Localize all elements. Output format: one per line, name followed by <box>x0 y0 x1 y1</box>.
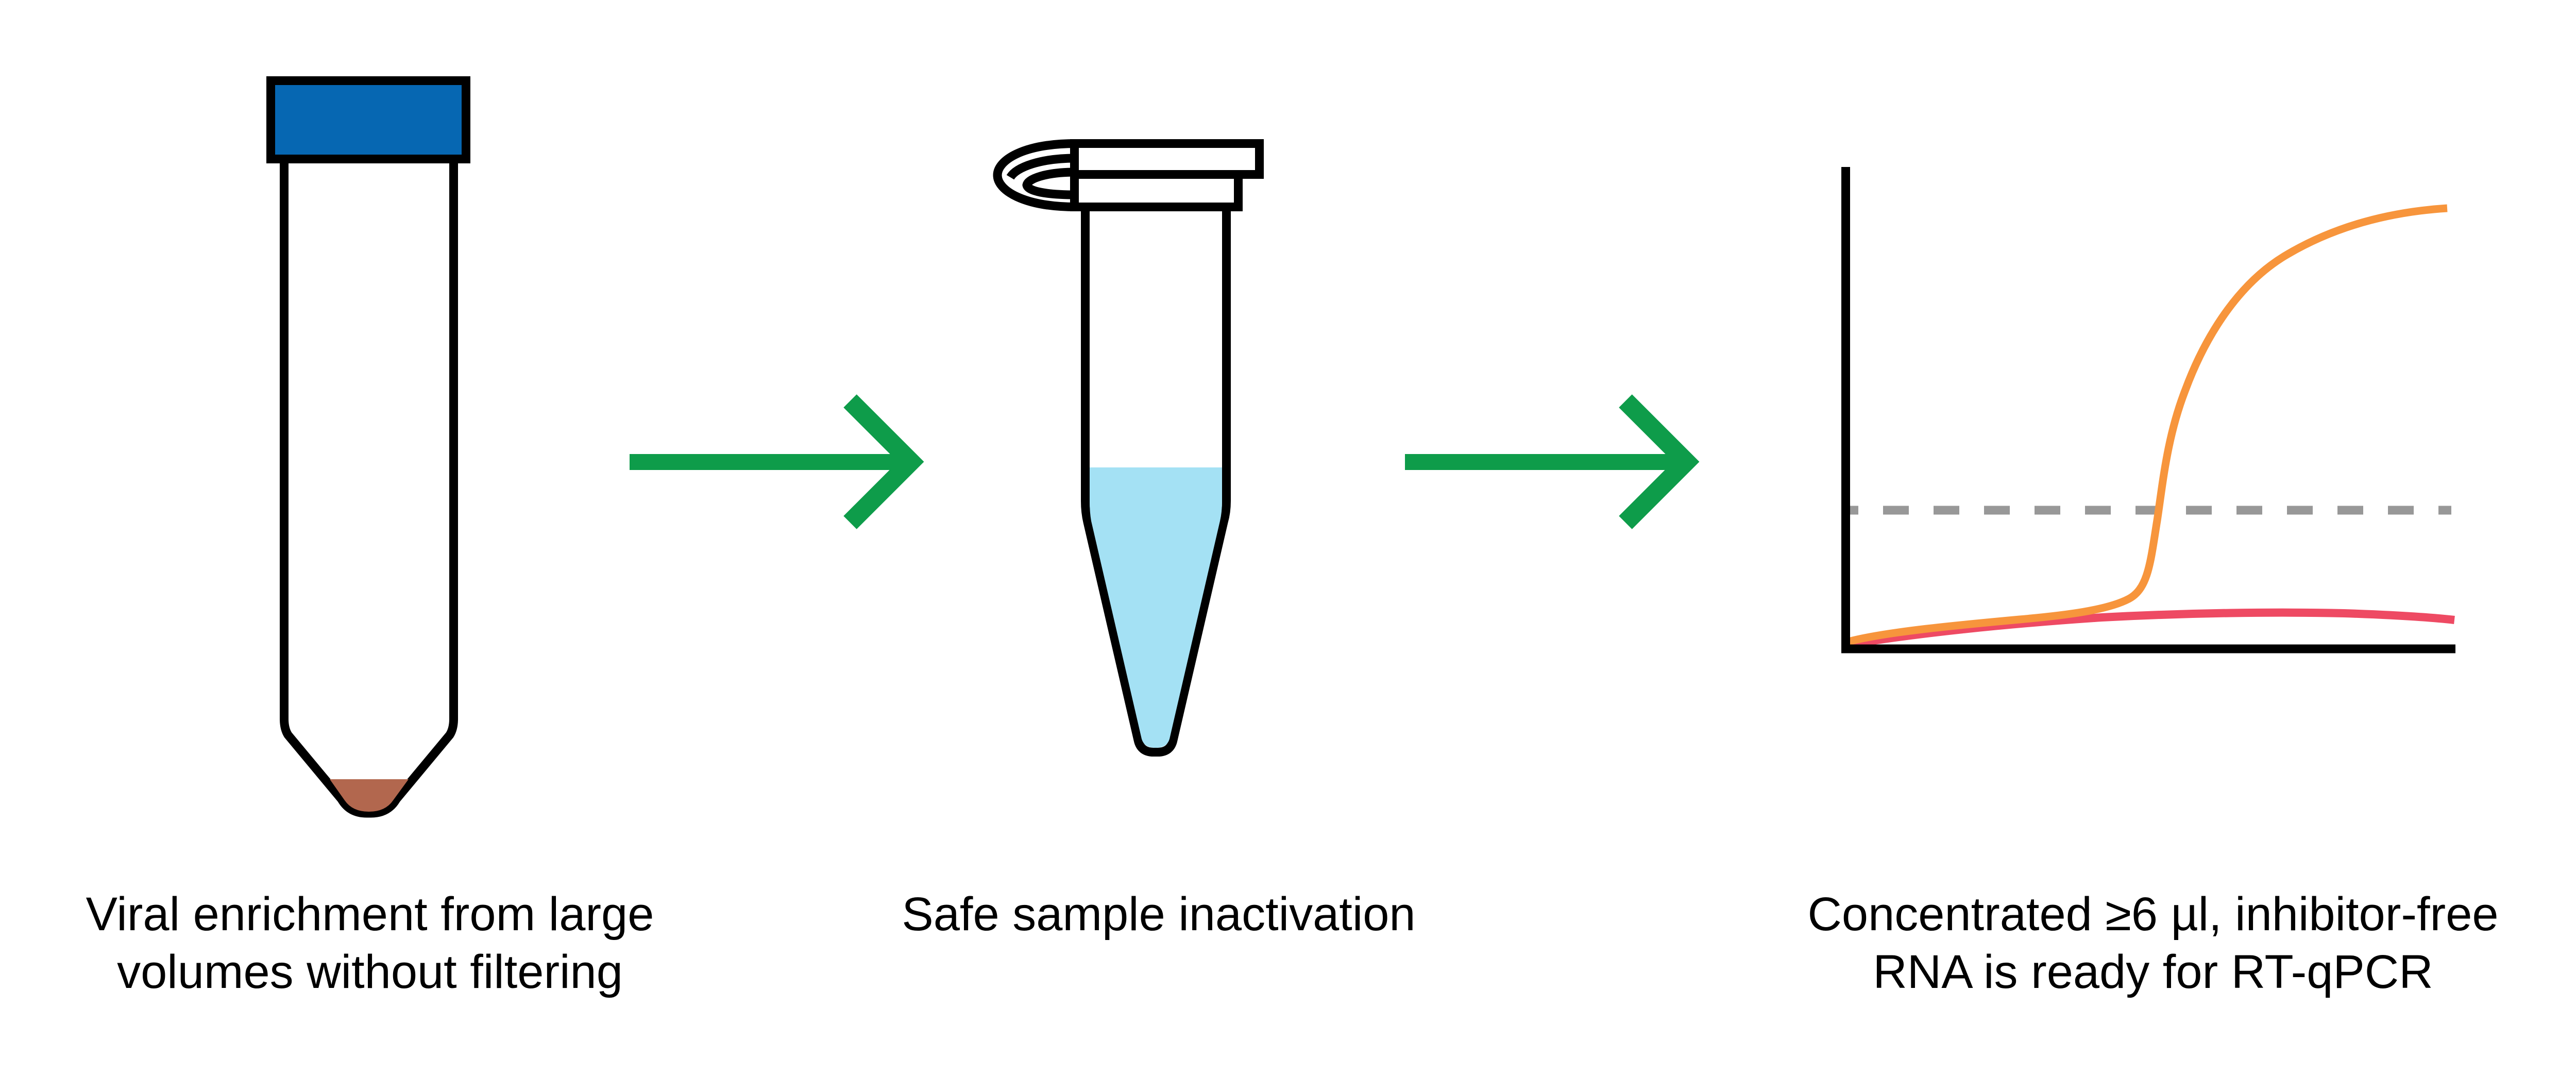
microtube-rim <box>1070 170 1243 211</box>
conical-tube-icon <box>266 76 470 818</box>
step1-caption-line2: volumes without filtering <box>117 946 623 998</box>
arrow-head <box>843 394 924 529</box>
flow-arrow-2 <box>1405 394 1700 529</box>
open-cap-inner-curve <box>1022 167 1076 199</box>
control-curve <box>1848 608 2455 649</box>
tube-cap <box>266 76 470 163</box>
microcentrifuge-tube-icon <box>993 139 1264 757</box>
conical-tube-body <box>280 163 458 818</box>
arrow-head <box>1619 394 1700 529</box>
liquid-sample <box>1090 467 1222 748</box>
step1-caption-line1: Viral enrichment from large <box>86 888 654 941</box>
arrow-shaft <box>1405 454 1675 470</box>
step3-caption-line1: Concentrated ≥6 µl, inhibitor-free <box>1807 888 2498 941</box>
step2-caption-line1: Safe sample inactivation <box>902 888 1415 941</box>
amplification-curve <box>1848 204 2448 646</box>
captions: Viral enrichment from large volumes with… <box>86 888 2499 998</box>
open-cap-outer-curve <box>993 139 1076 211</box>
open-cap-middle-curve <box>1006 154 1076 180</box>
step3-caption-line2: RNA is ready for RT-qPCR <box>1873 946 2433 998</box>
qpcr-plot-icon <box>1841 167 2455 653</box>
microtube-lid <box>1070 139 1264 179</box>
arrow-shaft <box>630 454 900 470</box>
flow-arrow-1 <box>630 394 924 529</box>
pellet <box>330 779 409 812</box>
